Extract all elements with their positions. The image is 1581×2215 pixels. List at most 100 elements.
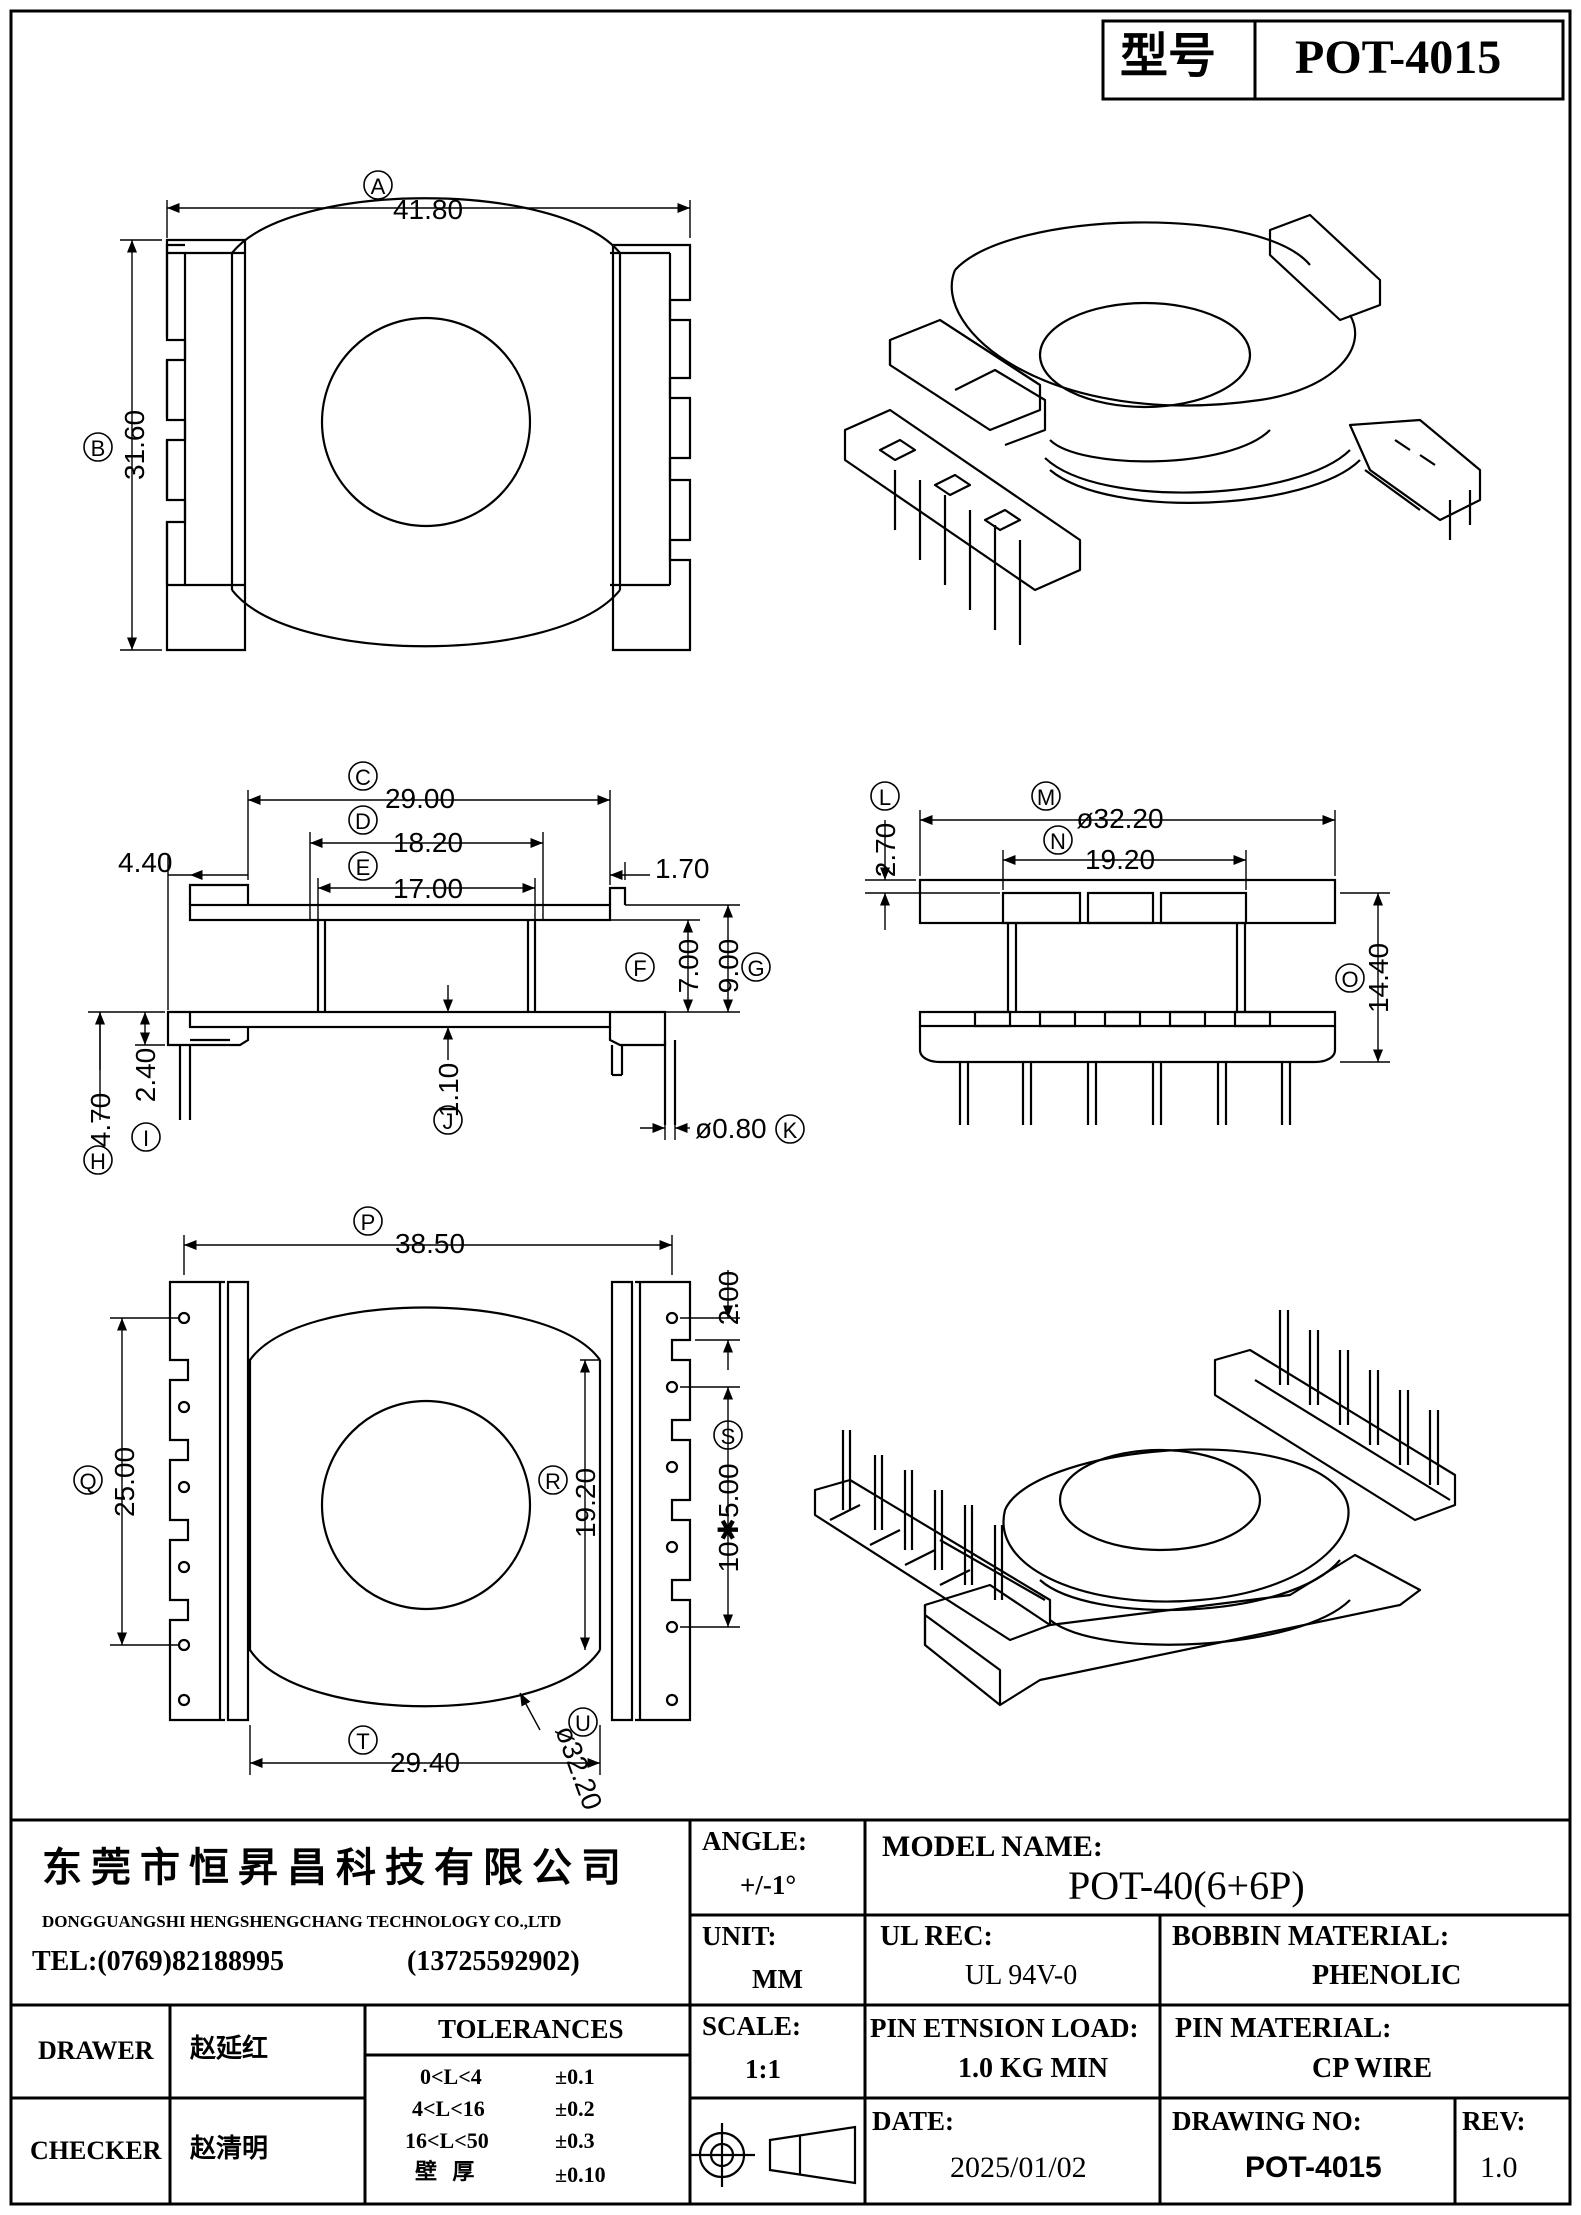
circle-letter-K: K bbox=[783, 1118, 798, 1143]
date-label: DATE: bbox=[872, 2106, 955, 2136]
scale-label: SCALE: bbox=[702, 2011, 802, 2041]
sheet-border bbox=[9, 9, 1572, 2206]
circle-letter-C: C bbox=[355, 765, 371, 790]
tolerance-value-4: ±0.10 bbox=[555, 2162, 606, 2187]
top-view bbox=[120, 197, 692, 652]
dim-J-value: 1.10 bbox=[433, 1063, 464, 1118]
tolerance-range-4: 壁 厚 bbox=[415, 2160, 475, 2185]
dim-Q-value: 25.00 bbox=[109, 1447, 140, 1517]
pin-material-label: PIN MATERIAL: bbox=[1175, 2013, 1392, 2044]
circle-letter-P: P bbox=[361, 1210, 376, 1235]
tolerance-value-3: ±0.3 bbox=[555, 2128, 595, 2153]
circle-letter-M: M bbox=[1037, 785, 1055, 810]
dim-S-value: 10✱5.00 bbox=[713, 1463, 744, 1572]
dim-P-value: 38.50 bbox=[395, 1228, 465, 1259]
circle-letter-E: E bbox=[356, 855, 371, 880]
dim-F-value: 7.00 bbox=[673, 939, 704, 994]
company-mobile: (13725592902) bbox=[407, 1946, 580, 1977]
dim-M-value: ø32.20 bbox=[1076, 803, 1163, 834]
front-view bbox=[865, 810, 1390, 1125]
side-view-labels: C 29.00 D 18.20 E 17.00 4.40 1.70 F 7.00… bbox=[83, 761, 805, 1175]
dim-K-value: ø0.80 bbox=[695, 1113, 767, 1144]
model-name-label: MODEL NAME: bbox=[882, 1830, 1103, 1863]
projection-symbol bbox=[690, 2123, 857, 2187]
pin-load-value: 1.0 KG MIN bbox=[958, 2053, 1109, 2084]
bobbin-material-value: PHENOLIC bbox=[1312, 1960, 1462, 1991]
pin-load-label: PIN ETNSION LOAD: bbox=[870, 2013, 1139, 2043]
dim-pin-offset-value: 2.00 bbox=[713, 1271, 744, 1326]
scale-value: 1:1 bbox=[745, 2054, 781, 2084]
drawing-no-value: POT-4015 bbox=[1245, 2151, 1382, 2184]
circle-letter-I: I bbox=[143, 1126, 149, 1151]
dim-L-value: 2.70 bbox=[870, 823, 901, 878]
dim-I-value: 2.40 bbox=[130, 1048, 161, 1103]
rev-label: REV: bbox=[1462, 2106, 1526, 2136]
drawing-no-label: DRAWING NO: bbox=[1172, 2106, 1362, 2136]
pin-material-value: CP WIRE bbox=[1312, 2053, 1433, 2084]
tolerance-value-2: ±0.2 bbox=[555, 2096, 595, 2121]
title-block-grid bbox=[11, 1818, 1570, 2204]
dim-T-value: 29.40 bbox=[390, 1747, 460, 1778]
circle-letter-H: H bbox=[90, 1149, 106, 1174]
dim-N-value: 19.20 bbox=[1085, 844, 1155, 875]
tolerance-range-1: 0<L<4 bbox=[420, 2064, 482, 2089]
tolerance-value-1: ±0.1 bbox=[555, 2064, 595, 2089]
drawer-name: 赵延红 bbox=[190, 2034, 269, 2064]
bottom-view-labels: P 38.50 Q 25.00 R 19.20 S 10✱5.00 2.00 T… bbox=[73, 1206, 744, 1814]
top-view-labels: A 41.80 B 31.60 bbox=[83, 170, 463, 480]
circle-letter-U: U bbox=[575, 1711, 591, 1736]
circle-letter-S: S bbox=[721, 1424, 736, 1449]
dim-right-offset-value: 1.70 bbox=[655, 853, 710, 884]
dim-H-value: 4.70 bbox=[85, 1093, 116, 1148]
checker-label: CHECKER bbox=[30, 2136, 162, 2165]
checker-name: 赵清明 bbox=[190, 2134, 269, 2164]
tolerance-range-2: 4<L<16 bbox=[412, 2096, 485, 2121]
angle-label: ANGLE: bbox=[702, 1826, 808, 1856]
drawer-label: DRAWER bbox=[38, 2036, 154, 2065]
circle-letter-G: G bbox=[747, 956, 764, 981]
dim-R-value: 19.20 bbox=[570, 1468, 601, 1538]
tolerance-range-3: 16<L<50 bbox=[405, 2128, 489, 2153]
unit-label: UNIT: bbox=[702, 1921, 777, 1951]
circle-letter-B: B bbox=[91, 436, 106, 461]
ul-rec-label: UL REC: bbox=[880, 1921, 993, 1952]
bobbin-material-label: BOBBIN MATERIAL: bbox=[1172, 1921, 1450, 1952]
iso-view-bottom bbox=[813, 1310, 1457, 1707]
ul-rec-value: UL 94V-0 bbox=[965, 1960, 1078, 1991]
iso-view-top bbox=[843, 213, 1482, 645]
rev-value: 1.0 bbox=[1480, 2151, 1518, 2184]
header-label: 型号 bbox=[1120, 28, 1217, 84]
dim-O-value: 14.40 bbox=[1363, 943, 1394, 1013]
circle-letter-D: D bbox=[355, 809, 371, 834]
circle-letter-T: T bbox=[356, 1729, 369, 1754]
dim-G-value: 9.00 bbox=[713, 939, 744, 994]
circle-letter-O: O bbox=[1341, 967, 1358, 992]
bottom-view bbox=[110, 1235, 740, 1775]
circle-letter-Q: Q bbox=[79, 1469, 96, 1494]
circle-letter-L: L bbox=[879, 785, 891, 810]
circle-letter-R: R bbox=[545, 1469, 561, 1494]
side-view bbox=[88, 790, 740, 1140]
circle-letter-J: J bbox=[443, 1109, 454, 1134]
company-name-cn: 东莞市恒昇昌科技有限公司 bbox=[42, 1845, 630, 1891]
circle-letter-F: F bbox=[633, 956, 646, 981]
dim-left-offset-value: 4.40 bbox=[118, 847, 173, 878]
angle-value: +/-1° bbox=[740, 1870, 797, 1900]
dim-E-value: 17.00 bbox=[393, 873, 463, 904]
dim-B-value: 31.60 bbox=[119, 410, 150, 480]
date-value: 2025/01/02 bbox=[950, 2151, 1087, 2184]
circle-letter-A: A bbox=[371, 174, 386, 199]
unit-value: MM bbox=[752, 1964, 803, 1994]
circle-letter-N: N bbox=[1050, 829, 1066, 854]
company-name-en: DONGGUANGSHI HENGSHENGCHANG TECHNOLOGY C… bbox=[42, 1912, 562, 1931]
company-tel: TEL:(0769)82188995 bbox=[32, 1946, 284, 1977]
header-value: POT-4015 bbox=[1295, 31, 1502, 84]
tolerances-label: TOLERANCES bbox=[438, 2014, 624, 2044]
model-name-value: POT-40(6+6P) bbox=[1068, 1863, 1305, 1908]
header-box bbox=[1101, 19, 1565, 101]
dim-C-value: 29.00 bbox=[385, 783, 455, 814]
dim-D-value: 18.20 bbox=[393, 827, 463, 858]
dim-A-value: 41.80 bbox=[393, 194, 463, 225]
front-view-labels: L 2.70 M ø32.20 N 19.20 O 14.40 bbox=[870, 781, 1394, 1013]
